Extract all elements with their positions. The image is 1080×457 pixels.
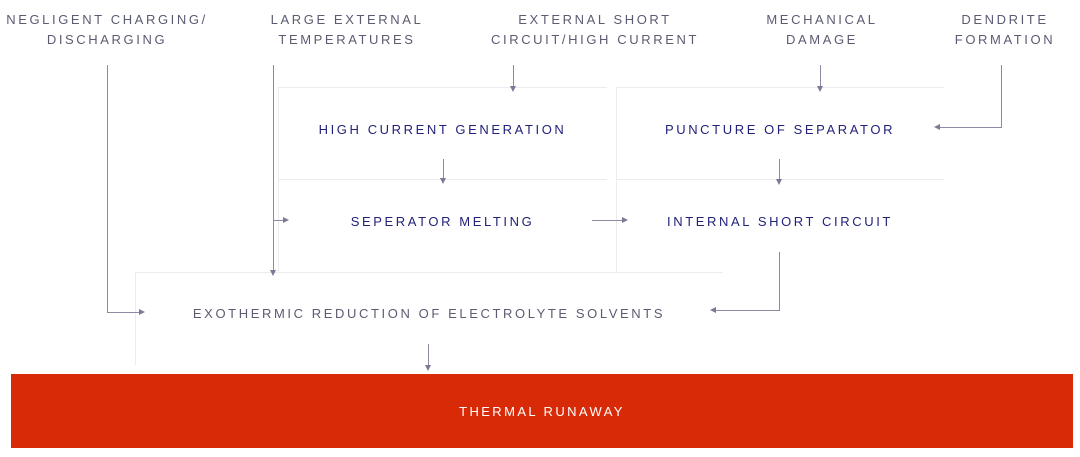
connector-line <box>273 220 284 221</box>
connector-line <box>940 127 1002 128</box>
arrow-right-icon <box>283 217 289 223</box>
arrow-down-icon <box>776 179 782 185</box>
cause-line2: FORMATION <box>954 32 1056 47</box>
connector-line <box>820 65 821 87</box>
box-border <box>135 272 723 273</box>
cause-external-short-circuit: EXTERNAL SHORT CIRCUIT/HIGH CURRENT <box>480 10 710 50</box>
connector-line <box>1001 65 1002 127</box>
box-border <box>616 87 617 272</box>
box-border <box>278 87 607 88</box>
connector-line <box>779 159 780 179</box>
connector-line <box>779 252 780 311</box>
result-label: THERMAL RUNAWAY <box>459 403 625 419</box>
node-high-current-generation: HIGH CURRENT GENERATION <box>318 122 567 137</box>
arrow-right-icon <box>622 217 628 223</box>
connector-line <box>107 312 140 313</box>
cause-mechanical-damage: MECHANICAL DAMAGE <box>748 10 896 50</box>
connector-line <box>107 65 108 313</box>
box-border <box>278 87 279 272</box>
cause-line1: LARGE EXTERNAL <box>270 12 424 27</box>
node-separator-melting: SEPERATOR MELTING <box>350 214 535 229</box>
arrow-down-icon <box>817 86 823 92</box>
arrow-right-icon <box>139 309 145 315</box>
connector-line <box>513 65 514 87</box>
arrow-down-icon <box>510 86 516 92</box>
node-puncture-of-separator: PUNCTURE OF SEPARATOR <box>664 122 896 137</box>
arrow-left-icon <box>934 124 940 130</box>
connector-line <box>428 344 429 366</box>
result-thermal-runaway: THERMAL RUNAWAY <box>11 374 1073 448</box>
cause-line1: MECHANICAL <box>766 12 878 27</box>
cause-dendrite-formation: DENDRITE FORMATION <box>950 10 1060 50</box>
cause-large-external-temperatures: LARGE EXTERNAL TEMPERATURES <box>247 10 447 50</box>
cause-line1: DENDRITE <box>961 12 1049 27</box>
cause-line2: DISCHARGING <box>46 32 168 47</box>
connector-line <box>443 159 444 179</box>
cause-line1: NEGLIGENT CHARGING/ <box>6 12 208 27</box>
cause-line2: DAMAGE <box>786 32 858 47</box>
arrow-down-icon <box>270 270 276 276</box>
cause-line2: CIRCUIT/HIGH CURRENT <box>491 32 699 47</box>
cause-line2: TEMPERATURES <box>278 32 416 47</box>
node-internal-short-circuit: INTERNAL SHORT CIRCUIT <box>667 214 893 229</box>
cause-line1: EXTERNAL SHORT <box>518 12 672 27</box>
connector-line <box>273 65 274 270</box>
arrow-left-icon <box>710 307 716 313</box>
connector-line <box>716 310 780 311</box>
box-border <box>616 87 944 88</box>
box-border <box>135 272 136 365</box>
arrow-down-icon <box>425 365 431 371</box>
connector-line <box>592 220 623 221</box>
cause-negligent-charging: NEGLIGENT CHARGING/ DISCHARGING <box>0 10 214 50</box>
arrow-down-icon <box>440 178 446 184</box>
node-exothermic-reduction: EXOTHERMIC REDUCTION OF ELECTROLYTE SOLV… <box>192 306 666 321</box>
